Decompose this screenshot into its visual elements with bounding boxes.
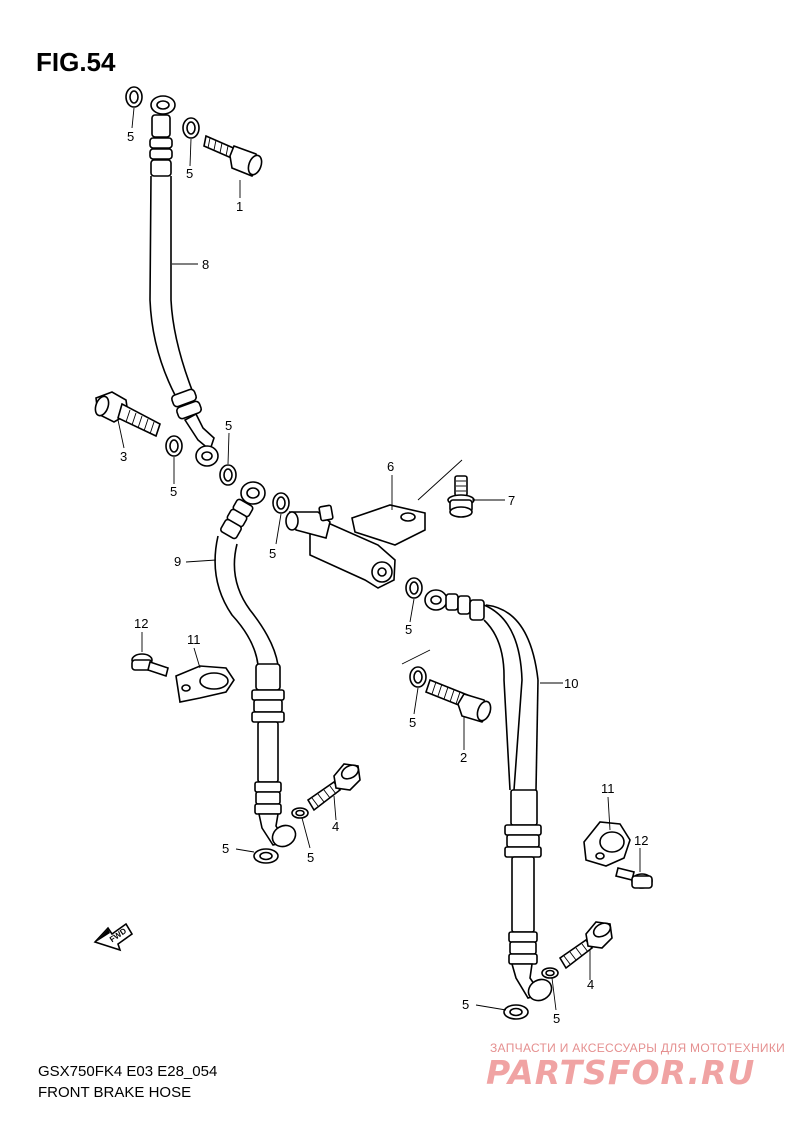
callout-5: 5: [409, 715, 416, 730]
banjo-bolt-3: [94, 391, 161, 438]
callout-2: 2: [460, 750, 467, 765]
figure-name: FRONT BRAKE HOSE: [38, 1084, 192, 1101]
callout-10: 10: [564, 676, 578, 691]
callout-9: 9: [174, 554, 181, 569]
watermark-brand: PARTSFOR.RU: [486, 1053, 756, 1092]
callout-5: 5: [307, 850, 314, 865]
banjo-bolt-2: [425, 678, 492, 723]
callout-5: 5: [462, 997, 469, 1012]
callout-4: 4: [332, 819, 339, 834]
banjo-bolt-4-left: [306, 763, 361, 812]
callout-12: 12: [134, 616, 148, 631]
callout-5: 5: [225, 418, 232, 433]
bolt-12-left: [131, 653, 169, 678]
callout-5: 5: [186, 166, 193, 181]
callout-numbers: 5 5 1 8 3 5 5 5 9 6 7 5 12 11 10 5 2 4 5…: [120, 129, 648, 1026]
watermark-tagline: ЗАПЧАСТИ И АКСЕССУАРЫ ДЛЯ МОТОТЕХНИКИ: [490, 1041, 786, 1055]
callout-5: 5: [222, 841, 229, 856]
washers-5: [125, 86, 559, 1020]
leader-lines: [117, 107, 641, 1011]
clamp-11-left: [175, 665, 235, 703]
callout-5: 5: [405, 622, 412, 637]
callout-12: 12: [634, 833, 648, 848]
bolt-12-right: [615, 867, 653, 889]
banjo-bolt-4-right: [558, 921, 613, 970]
callout-5: 5: [127, 129, 134, 144]
callout-3: 3: [120, 449, 127, 464]
callout-7: 7: [508, 493, 515, 508]
callout-1: 1: [236, 199, 243, 214]
callout-5: 5: [553, 1011, 560, 1026]
banjo-bolt-1: [203, 134, 263, 177]
callout-5: 5: [269, 546, 276, 561]
model-code: GSX750FK4 E03 E28_054: [38, 1063, 218, 1080]
callout-5: 5: [170, 484, 177, 499]
brake-hose-joint-6: [285, 504, 426, 589]
callout-8: 8: [202, 257, 209, 272]
callout-6: 6: [387, 459, 394, 474]
figure-title: FIG.54: [36, 47, 116, 77]
left-brake-hose-9: [214, 481, 297, 848]
callout-11: 11: [187, 632, 201, 647]
right-brake-hose-10: [424, 589, 553, 1002]
fwd-arrow-icon: FWD: [93, 922, 134, 952]
upper-brake-hose-8: [149, 95, 219, 467]
callout-11: 11: [601, 781, 615, 796]
clamp-11-right: [583, 821, 631, 867]
bolt-7: [447, 475, 475, 518]
callout-4: 4: [587, 977, 594, 992]
